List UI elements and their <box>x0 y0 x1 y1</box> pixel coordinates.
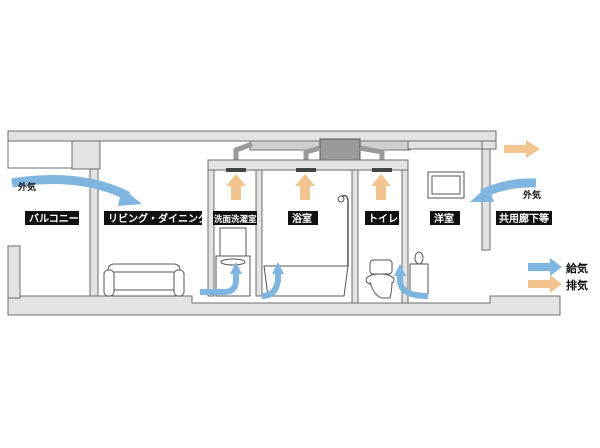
bathtub-icon <box>263 194 349 297</box>
legend-exhaust-arrow <box>528 275 562 293</box>
sofa-icon <box>103 263 185 297</box>
supply-arrow-balcony <box>11 175 131 201</box>
exhaust-grille-washroom <box>226 168 246 172</box>
supply-arrow-washroom <box>200 272 239 295</box>
exhaust-arrow-toilet <box>371 174 391 200</box>
room-label-washroom: 洗面洗濯室 <box>214 214 257 225</box>
room-label-toilet: トイレ <box>368 213 398 225</box>
supply-arrows <box>11 175 537 299</box>
shower-head-icon <box>337 195 345 203</box>
supply-arrow-bathroom <box>261 272 281 299</box>
room-labels: バルコニー リビング・ダイニング 洗面洗濯室 浴室 トイレ 洋室 共用廊下等 <box>25 211 552 225</box>
outside-air-label-left: 外気 <box>17 181 36 193</box>
legend-supply-arrow <box>528 258 562 276</box>
exhaust-arrow-bathroom <box>295 174 315 200</box>
wall-wash-bath <box>255 167 263 297</box>
room-label-western-room: 洋室 <box>434 212 454 225</box>
wall-balcony-living <box>89 168 99 297</box>
supply-arrow-toilet <box>397 274 429 299</box>
wall-living-wash <box>207 167 215 297</box>
tv-icon <box>427 171 465 199</box>
soffit-room <box>407 140 483 150</box>
room-label-bathroom: 浴室 <box>292 212 312 225</box>
supply-arrowhead-corridor <box>470 186 494 202</box>
room-label-living: リビング・ダイニング <box>108 212 208 225</box>
exhaust-arrows <box>226 140 540 200</box>
ceiling-slab <box>7 130 497 142</box>
supply-arrowhead-balcony <box>118 188 142 206</box>
exhaust-grille-bathroom <box>296 168 316 172</box>
room-label-balcony: バルコニー <box>29 213 79 225</box>
outside-air-label-right: 外気 <box>522 189 541 201</box>
ventilation-fan-unit <box>319 138 361 162</box>
beam-left <box>71 140 101 170</box>
legend-exhaust-label: 排気 <box>566 278 588 292</box>
room-label-corridor: 共用廊下等 <box>499 212 549 225</box>
exhaust-grille-toilet <box>372 168 392 172</box>
legend-supply-label: 給気 <box>566 261 588 275</box>
exhaust-arrow-outside <box>504 140 540 158</box>
fixtures <box>103 171 465 299</box>
balcony-parapet <box>7 245 21 299</box>
wall-bath-toilet <box>351 167 359 304</box>
toilet-icon <box>365 251 429 299</box>
legend: 給気 排気 <box>528 258 588 293</box>
exhaust-arrow-washroom <box>226 174 246 200</box>
